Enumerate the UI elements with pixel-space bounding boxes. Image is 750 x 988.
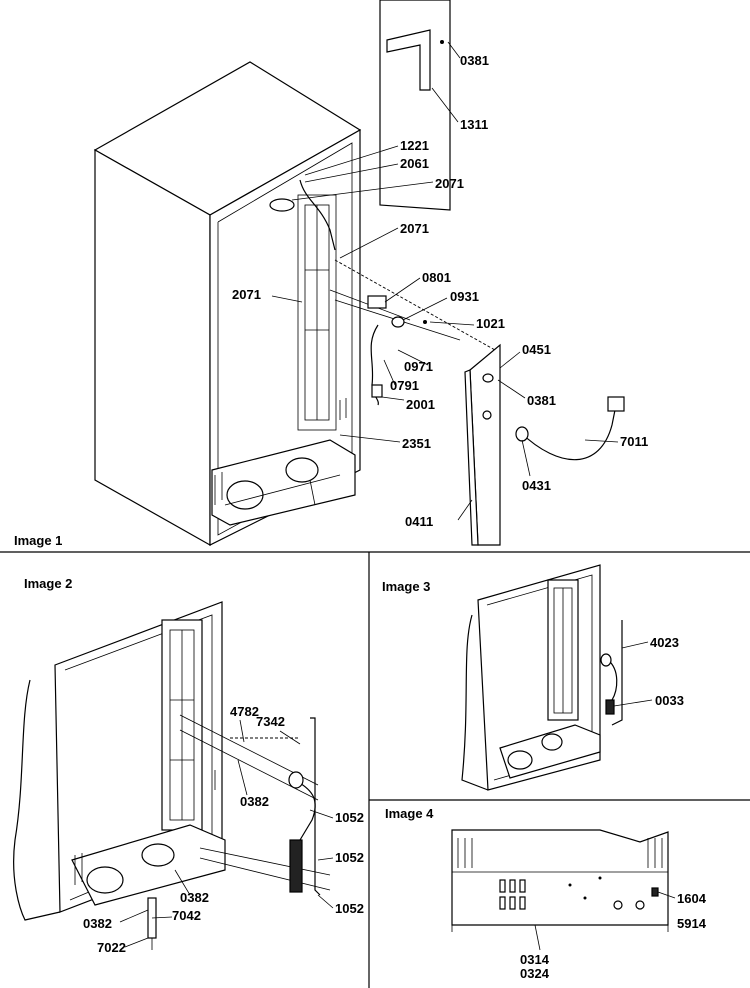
part-label-7011: 7011 [620, 434, 648, 449]
image-2-leaders [119, 719, 334, 948]
part-label-2001: 2001 [406, 397, 435, 412]
part-label-1311: 1311 [460, 117, 488, 132]
part-label-1021: 1021 [476, 316, 505, 331]
part-label-0431: 0431 [522, 478, 551, 493]
part-label-7022: 7022 [97, 940, 126, 955]
part-label-0324: 0324 [520, 966, 550, 981]
part-label-0971: 0971 [404, 359, 433, 374]
panel-title-image-1: Image 1 [14, 533, 62, 548]
image-1-drawing [93, 0, 625, 547]
image-4-leaders [534, 891, 676, 951]
part-label-0382-c: 0382 [83, 916, 112, 931]
part-label-1604: 1604 [677, 891, 707, 906]
part-label-2071-c: 2071 [232, 287, 261, 302]
part-label-1052-c: 1052 [335, 901, 364, 916]
part-label-7342: 7342 [256, 714, 285, 729]
part-label-1052-b: 1052 [335, 850, 364, 865]
part-label-0382-b: 0382 [180, 890, 209, 905]
image-4-drawing [451, 829, 669, 932]
part-label-4023: 4023 [650, 635, 679, 650]
part-label-0381-a: 0381 [460, 53, 489, 68]
image-3-leaders [613, 641, 653, 707]
part-label-5914: 5914 [677, 916, 707, 931]
part-label-0314: 0314 [520, 952, 550, 967]
part-label-0381-b: 0381 [527, 393, 556, 408]
panel-title-image-2: Image 2 [24, 576, 72, 591]
part-label-2071-b: 2071 [400, 221, 429, 236]
image-1-leaders [271, 41, 619, 521]
part-label-0382-a: 0382 [240, 794, 269, 809]
panel-title-image-3: Image 3 [382, 579, 430, 594]
part-label-2061: 2061 [400, 156, 429, 171]
part-label-4782: 4782 [230, 704, 259, 719]
part-label-0451: 0451 [522, 342, 551, 357]
panel-title-image-4: Image 4 [385, 806, 434, 821]
part-label-2071-a: 2071 [435, 176, 464, 191]
part-label-0931: 0931 [450, 289, 479, 304]
part-label-1221: 1221 [400, 138, 429, 153]
part-label-1052-a: 1052 [335, 810, 364, 825]
part-label-0033: 0033 [655, 693, 684, 708]
part-label-0411: 0411 [405, 514, 433, 529]
part-label-2351: 2351 [402, 436, 431, 451]
part-label-0791: 0791 [390, 378, 419, 393]
part-label-0801: 0801 [422, 270, 451, 285]
image-3-drawing [461, 564, 623, 791]
image-2-drawing [13, 601, 331, 950]
part-label-7042: 7042 [172, 908, 201, 923]
